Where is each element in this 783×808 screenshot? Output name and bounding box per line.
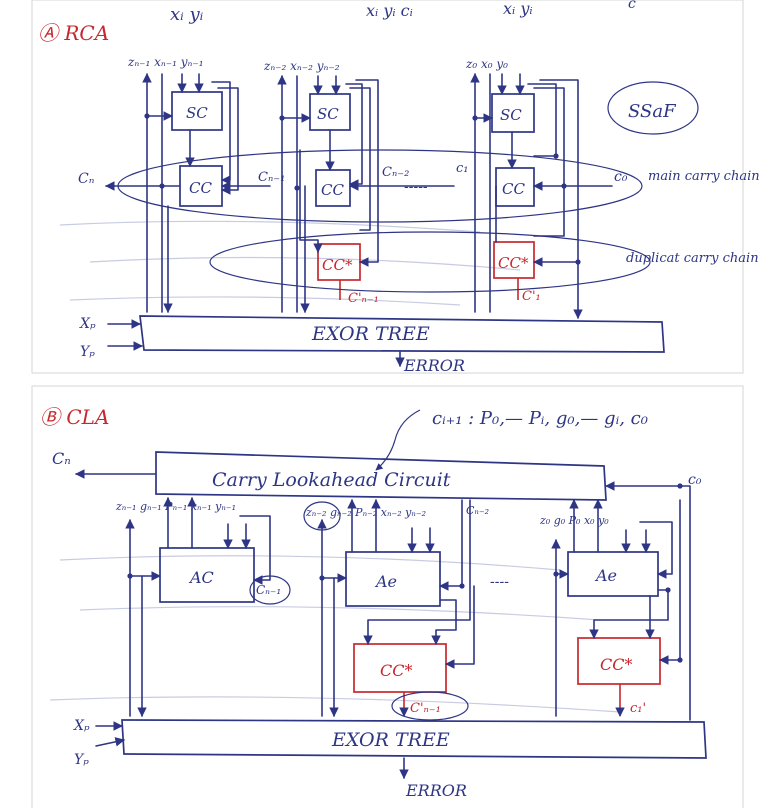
cla-label: Ⓑ CLA bbox=[40, 405, 109, 429]
cla-xp: Xₚ bbox=[73, 718, 90, 734]
ssaf-label: SSaF bbox=[628, 101, 677, 122]
rca-header-left: xᵢ yᵢ bbox=[170, 4, 204, 25]
note-main: main carry chain bbox=[648, 169, 760, 184]
cla-cc-star-0-label: CC* bbox=[600, 655, 632, 674]
rca-cc-0-label: CC bbox=[502, 180, 525, 198]
cla-cn1: Cₙ₋₁ bbox=[256, 583, 281, 597]
rca-c1-prime: C'₁ bbox=[522, 289, 541, 304]
rca-c1: c₁ bbox=[456, 161, 469, 176]
cla-cc-star-n2-label: CC* bbox=[380, 661, 412, 680]
cla-formula: cᵢ₊₁ : P₀,— Pᵢ, g₀,— gᵢ, c₀ bbox=[432, 408, 648, 429]
cla-ac-0-label: Ae bbox=[594, 566, 617, 585]
rca-sc-n1-label: SC bbox=[186, 104, 208, 122]
rca-cc-star-0-label: CC* bbox=[498, 254, 529, 272]
rca-xp: Xₚ bbox=[79, 316, 96, 332]
rca-bit-n2-inputs: zₙ₋₂ xₙ₋₂ yₙ₋₂ bbox=[263, 59, 340, 73]
cla-bit-n1-inputs: zₙ₋₁ gₙ₋₁ Pₙ₋₁ xₙ₋₁ yₙ₋₁ bbox=[115, 500, 236, 513]
rca-cc-star-n2-label: CC* bbox=[322, 256, 353, 274]
rca-bit-0-inputs: z₀ x₀ y₀ bbox=[465, 57, 508, 71]
rca-ellipsis: ----- bbox=[404, 179, 428, 195]
rca-cc-n2-label: CC bbox=[321, 181, 344, 199]
rca-cn: Cₙ bbox=[78, 171, 95, 187]
rca-header-right: c bbox=[628, 0, 636, 12]
rca-panel: xᵢ yᵢ xᵢ yᵢ cᵢ xᵢ yᵢ c Ⓐ RCA zₙ₋₁ xₙ₋₁ y… bbox=[32, 0, 760, 375]
rca-yp: Yₚ bbox=[80, 344, 95, 360]
cla-yp: Yₚ bbox=[74, 752, 89, 768]
rca-exor-tree-label: EXOR TREE bbox=[311, 323, 430, 345]
rca-header-mid1: xᵢ yᵢ cᵢ bbox=[366, 1, 413, 20]
cla-cn: Cₙ bbox=[52, 449, 71, 468]
cla-error: ERROR bbox=[405, 781, 467, 800]
rca-sc-n2-label: SC bbox=[317, 105, 339, 123]
rca-label: Ⓐ RCA bbox=[38, 21, 109, 45]
rca-c-n1-prime: C'ₙ₋₁ bbox=[348, 291, 379, 306]
cla-c-n1-prime: C'ₙ₋₁ bbox=[410, 701, 441, 716]
rca-header-mid2: xᵢ yᵢ bbox=[503, 0, 533, 18]
cla-exor-tree-label: EXOR TREE bbox=[331, 729, 450, 751]
rca-bit-n1-inputs: zₙ₋₁ xₙ₋₁ yₙ₋₁ bbox=[127, 55, 204, 69]
cla-panel: Ⓑ CLA cᵢ₊₁ : P₀,— Pᵢ, g₀,— gᵢ, c₀ Carry … bbox=[32, 386, 743, 808]
rca-cn2: Cₙ₋₂ bbox=[382, 165, 409, 180]
cla-ac-n1-label: AC bbox=[188, 568, 214, 587]
rca-cc-n1-label: CC bbox=[189, 179, 212, 197]
cla-ac-n2-label: Ae bbox=[374, 572, 397, 591]
cla-ellipsis: ---- bbox=[490, 574, 509, 590]
rca-sc-0-label: SC bbox=[500, 106, 522, 124]
cla-c1-prime: c₁' bbox=[630, 701, 646, 716]
note-dup: duplicat carry chain bbox=[626, 251, 759, 266]
rca-error: ERROR bbox=[403, 356, 465, 375]
cla-bit-n2-inputs: zₙ₋₂ gₙ₋₂ Pₙ₋₂ xₙ₋₂ yₙ₋₂ bbox=[305, 506, 426, 519]
cla-circuit-label: Carry Lookahead Circuit bbox=[212, 469, 451, 491]
